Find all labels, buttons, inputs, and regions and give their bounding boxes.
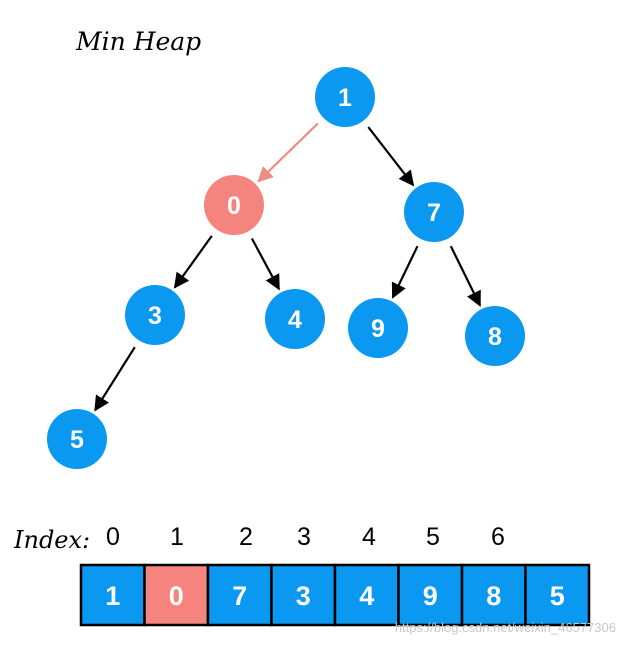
watermark: https://blog.csdn.net/weixin_46577306	[395, 620, 616, 635]
tree-node-circle	[47, 409, 107, 469]
tree-node-circle	[348, 298, 408, 358]
tree-node-8: 8	[465, 306, 525, 366]
array-index-2: 2	[239, 523, 253, 551]
tree-edges	[94, 122, 481, 412]
array-cell-0: 1	[79, 563, 146, 627]
tree-node-1: 1	[315, 67, 375, 127]
array-cell-box	[397, 563, 464, 627]
tree-node-label: 1	[338, 84, 352, 112]
tree-node-4: 4	[265, 289, 325, 349]
array-index-0: 0	[106, 523, 120, 551]
tree-node-circle	[315, 67, 375, 127]
diagram-title: Min Heap	[75, 27, 201, 56]
tree-node-label: 3	[148, 302, 162, 330]
tree-node-label: 8	[488, 323, 502, 351]
array-index-6: 6	[491, 523, 505, 551]
array-index-4: 4	[362, 523, 376, 551]
array-cell-box	[333, 563, 400, 627]
array-cell-4: 4	[333, 563, 400, 627]
tree-node-7: 7	[404, 182, 464, 242]
tree-node-label: 5	[70, 426, 84, 454]
array-cells: 1 0 7 3 4 9 8 5	[79, 563, 591, 627]
tree-node-circle	[465, 306, 525, 366]
array-cell-label: 3	[296, 581, 311, 611]
array-cell-label: 1	[105, 581, 120, 611]
tree-node-circle	[404, 182, 464, 242]
array-indices: 0 1 2 3 4 5 6	[106, 523, 505, 551]
tree-edge-n1-n0	[257, 122, 319, 183]
tree-node-3: 3	[125, 285, 185, 345]
tree-edge-n1-n7	[367, 126, 415, 187]
tree-node-label: 0	[227, 192, 241, 220]
array-cell-7: 5	[524, 563, 591, 627]
array-cell-box	[79, 563, 146, 627]
array-cell-2: 7	[206, 563, 273, 627]
array-cell-3: 3	[270, 563, 337, 627]
array-index-1: 1	[170, 523, 184, 551]
index-label: Index:	[13, 526, 90, 554]
tree-node-circle	[204, 175, 264, 235]
array-cell-box	[143, 563, 210, 627]
array-cell-6: 8	[460, 563, 527, 627]
tree-edge-n0-n3	[173, 235, 213, 289]
array-cell-label: 9	[423, 581, 438, 611]
array-cell-5: 9	[397, 563, 464, 627]
array-cell-label: 8	[486, 581, 501, 611]
array-cell-label: 4	[359, 581, 374, 611]
tree-edge-n0-n4	[250, 237, 280, 291]
array-cell-label: 7	[232, 581, 247, 611]
tree-nodes: 1 0 7 3 4 9 8 5	[47, 67, 525, 469]
array-cell-1: 0	[143, 563, 210, 627]
array-index-5: 5	[426, 523, 440, 551]
array-cell-label: 0	[169, 581, 184, 611]
array-cell-box	[206, 563, 273, 627]
array-cell-box	[270, 563, 337, 627]
tree-node-0: 0	[204, 175, 264, 235]
tree-edge-n3-n5	[94, 346, 136, 412]
array-cell-label: 5	[550, 581, 565, 611]
tree-node-circle	[265, 289, 325, 349]
tree-node-label: 7	[427, 199, 441, 227]
array-cell-box	[524, 563, 591, 627]
tree-edge-n7-n8	[449, 245, 481, 307]
tree-node-circle	[125, 285, 185, 345]
tree-edge-n7-n9	[391, 245, 419, 299]
array-index-3: 3	[297, 523, 311, 551]
tree-node-label: 4	[288, 306, 302, 334]
tree-node-label: 9	[371, 315, 385, 343]
tree-node-5: 5	[47, 409, 107, 469]
tree-node-9: 9	[348, 298, 408, 358]
